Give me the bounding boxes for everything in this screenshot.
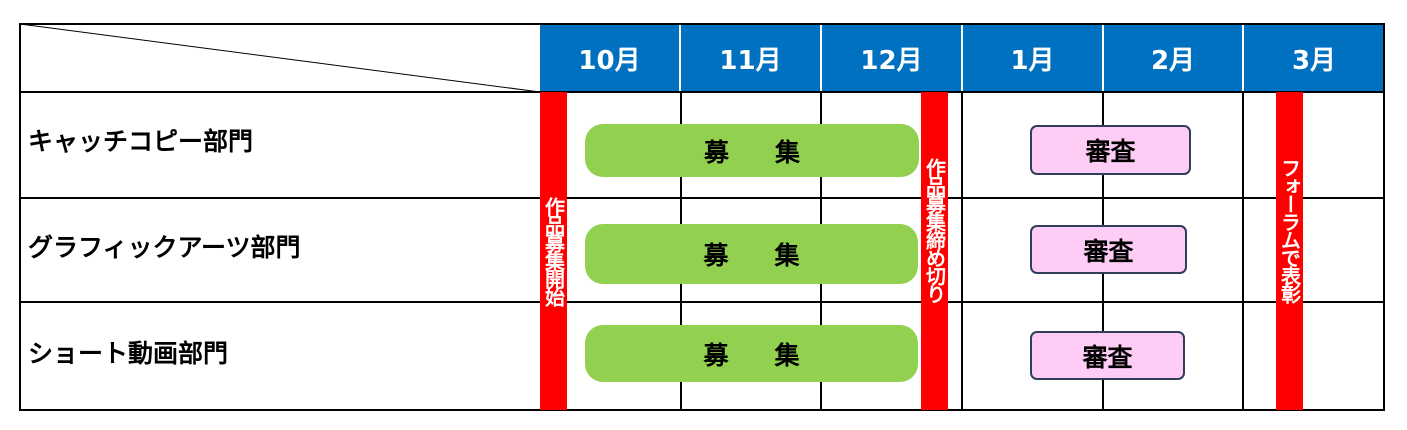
diagonal-line (19, 23, 541, 93)
review-box: 審査 (1030, 125, 1191, 175)
grid-line (1242, 92, 1244, 410)
review-box: 審査 (1030, 225, 1187, 274)
grid-line (20, 91, 1385, 93)
row-label-catchcopy: キャッチコピー部門 (28, 127, 254, 156)
milestone-start-label: 作品募集開始 (541, 197, 566, 305)
milestone-award-label: フォーラムで表彰 (1277, 158, 1302, 302)
grid-line (20, 301, 1385, 303)
grid-line (20, 23, 1385, 25)
recruit-bar: 募集 (585, 124, 919, 177)
grid-line (19, 23, 21, 411)
corner-cell (19, 23, 541, 93)
milestone-deadline-label: 作品募集締め切り (922, 158, 947, 302)
month-header-feb: 2月 (1104, 24, 1244, 92)
milestone-start: 作品募集開始 (540, 92, 567, 410)
row-label-graphic-arts: グラフィックアーツ部門 (28, 233, 301, 262)
grid-line (961, 92, 963, 410)
grid-line (20, 197, 1385, 199)
row-label-short-video: ショート動画部門 (28, 339, 229, 368)
recruit-bar: 募集 (585, 325, 918, 382)
recruit-bar: 募集 (585, 224, 918, 284)
month-header-jan: 1月 (963, 24, 1104, 92)
month-header-nov: 11月 (681, 24, 822, 92)
grid-line (1383, 23, 1385, 411)
month-header-mar: 3月 (1244, 24, 1384, 92)
milestone-deadline: 作品募集締め切り (921, 92, 948, 410)
review-box: 審査 (1030, 331, 1185, 380)
milestone-award: フォーラムで表彰 (1276, 92, 1303, 410)
month-header-dec: 12月 (822, 24, 963, 92)
grid-line (20, 409, 1385, 411)
month-header-oct: 10月 (540, 24, 681, 92)
